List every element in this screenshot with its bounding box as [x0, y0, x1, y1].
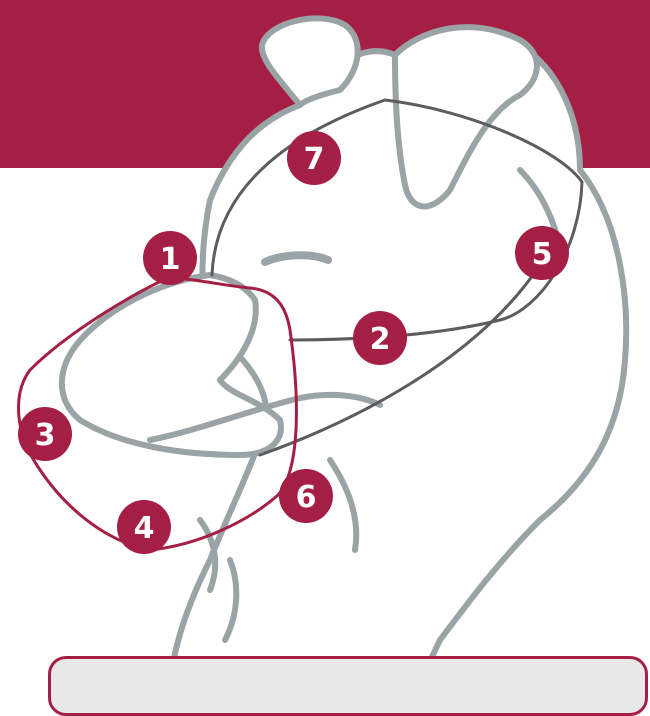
- marker-6: 6: [279, 469, 333, 523]
- marker-4-label: 4: [134, 511, 155, 546]
- marker-3-label: 3: [35, 418, 56, 453]
- marker-1: 1: [143, 231, 197, 285]
- marker-3: 3: [18, 407, 72, 461]
- marker-7: 7: [287, 131, 341, 185]
- marker-2-label: 2: [370, 322, 391, 357]
- info-box: [48, 656, 648, 716]
- dog-head-outline: [62, 18, 626, 682]
- marker-7-label: 7: [304, 142, 325, 177]
- dog-muzzle-diagram: 1 2 3 4 5 6 7: [0, 0, 650, 682]
- marker-1-label: 1: [160, 242, 181, 277]
- marker-4: 4: [117, 500, 171, 554]
- marker-2: 2: [353, 311, 407, 365]
- marker-6-label: 6: [296, 480, 317, 515]
- marker-5: 5: [515, 226, 569, 280]
- marker-5-label: 5: [532, 237, 553, 272]
